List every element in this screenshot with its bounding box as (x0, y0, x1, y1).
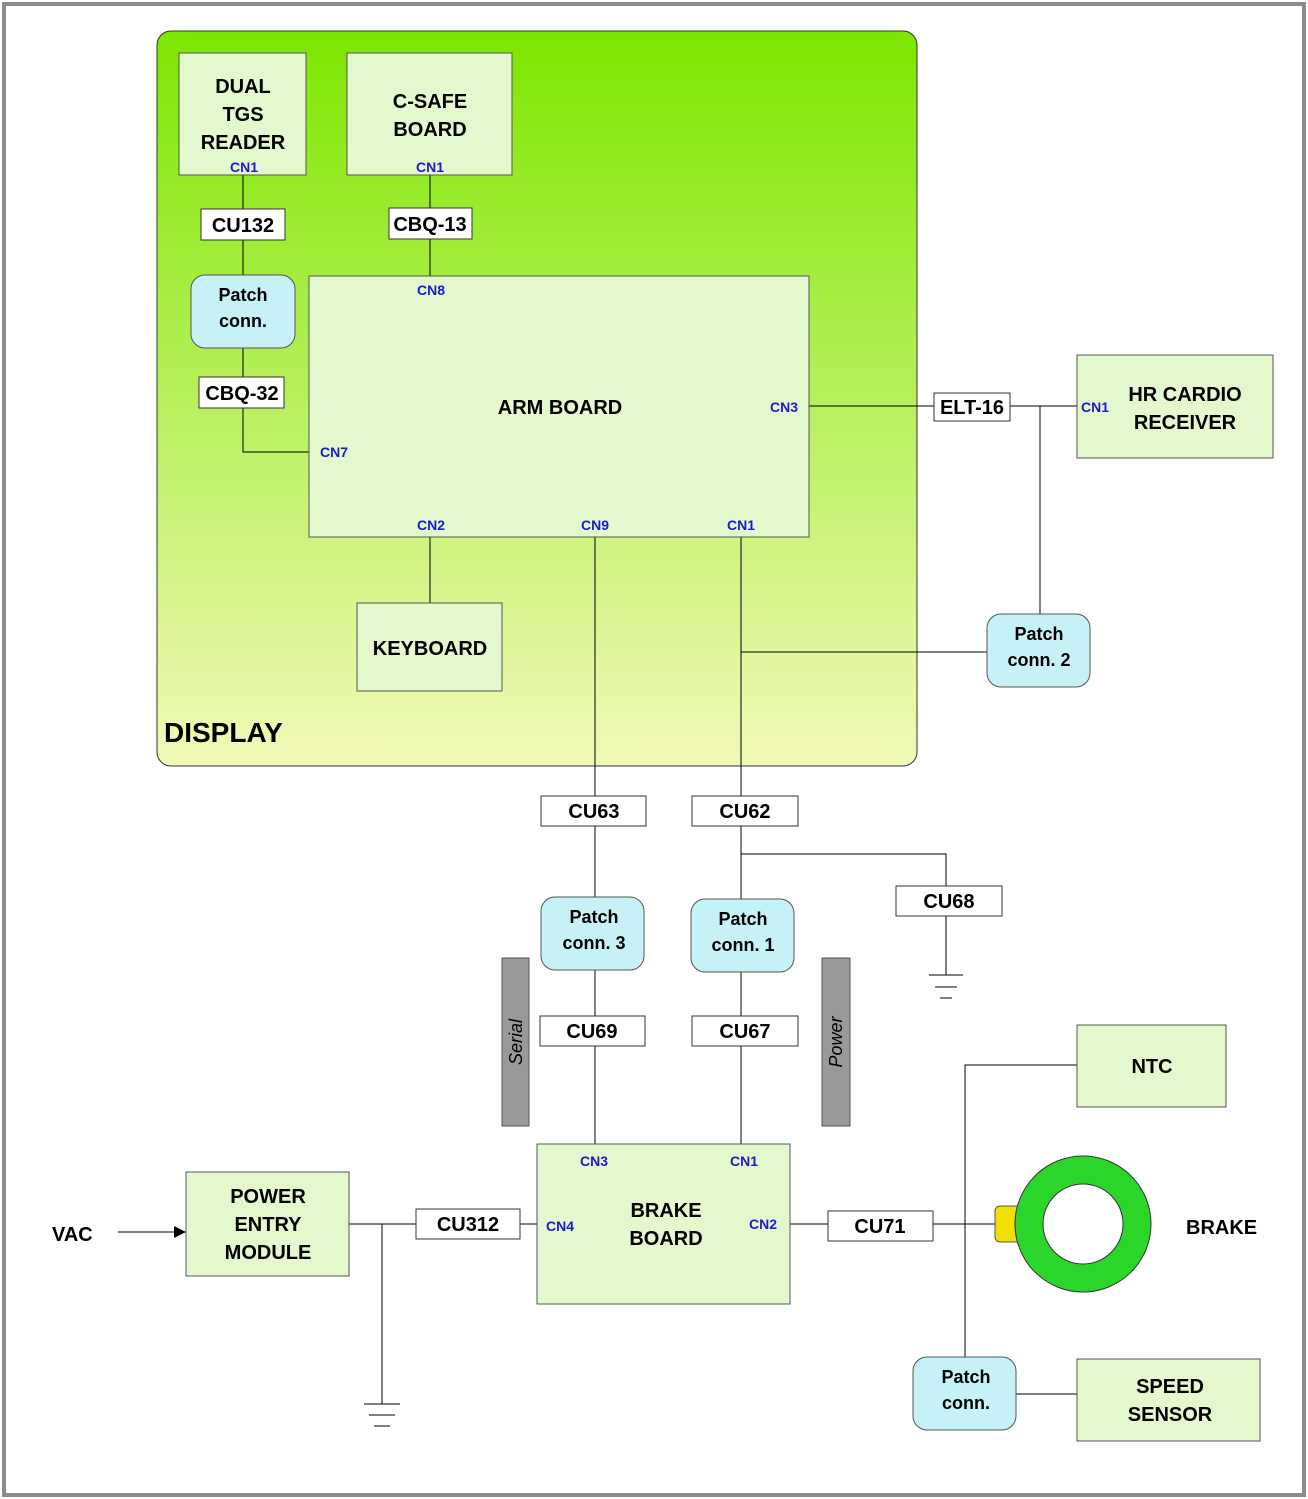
ground-icon (364, 1403, 400, 1427)
svg-text:CU69: CU69 (566, 1021, 617, 1043)
arm-board-label: ARM BOARD (498, 397, 622, 419)
connector-label: CN3 (770, 399, 798, 415)
cable-label: CU67 (691, 1015, 799, 1047)
hr-cardio-label: HR CARDIO (1128, 384, 1241, 406)
power-entry-label: ENTRY (234, 1214, 302, 1236)
svg-text:conn.: conn. (942, 1393, 990, 1413)
svg-text:CBQ-13: CBQ-13 (393, 214, 466, 236)
cable-label: CBQ-32 (198, 376, 285, 409)
connector-label: CN1 (1081, 399, 1109, 415)
dual-tgs-label: TGS (222, 104, 263, 126)
ntc-box: NTC (1076, 1024, 1227, 1108)
speed-sensor-label: SENSOR (1128, 1404, 1213, 1426)
cable-label: CU68 (895, 885, 1003, 917)
svg-text:Patch: Patch (718, 909, 767, 929)
wires (118, 175, 1077, 1404)
connector-label: CN1 (730, 1153, 758, 1169)
connector-label: CN1 (416, 159, 444, 175)
serial-bar: Serial (501, 957, 530, 1127)
svg-text:CU132: CU132 (212, 215, 274, 237)
ntc-label: NTC (1131, 1056, 1172, 1078)
svg-text:conn. 1: conn. 1 (711, 935, 774, 955)
svg-text:CU62: CU62 (719, 801, 770, 823)
svg-text:CU68: CU68 (923, 891, 974, 913)
dual-tgs-label: READER (201, 132, 286, 154)
serial-label: Serial (506, 1018, 526, 1065)
svg-text:Patch: Patch (569, 907, 618, 927)
svg-text:conn. 2: conn. 2 (1007, 650, 1070, 670)
ground-icon (929, 974, 963, 999)
power-entry-label: POWER (230, 1186, 306, 1208)
connector-label: CN7 (320, 444, 348, 460)
svg-text:CU67: CU67 (719, 1021, 770, 1043)
dual-tgs-label: DUAL (215, 76, 271, 98)
display-label: DISPLAY (164, 717, 283, 748)
patch-connector: Patch conn. 3 (540, 896, 645, 971)
c-safe-label: BOARD (393, 119, 466, 141)
cable-label: CU69 (539, 1015, 646, 1047)
brake-disk-icon (994, 1155, 1152, 1293)
patch-connector: Patch conn. 2 (986, 613, 1091, 688)
svg-text:CU63: CU63 (568, 801, 619, 823)
svg-text:conn.: conn. (219, 311, 267, 331)
svg-text:Patch: Patch (941, 1367, 990, 1387)
connector-label: CN2 (417, 517, 445, 533)
svg-text:ELT-16: ELT-16 (940, 397, 1004, 419)
power-label: Power (826, 1015, 846, 1067)
brake-board-box: BRAKE BOARD CN3 CN1 CN4 CN2 (536, 1143, 791, 1305)
brake-board-label: BRAKE (630, 1200, 701, 1222)
speed-sensor-box: SPEED SENSOR (1076, 1358, 1261, 1442)
brake-board-label: BOARD (629, 1228, 702, 1250)
patch-connector: Patch conn. (912, 1356, 1017, 1431)
brake-label: BRAKE (1186, 1217, 1257, 1239)
vac-arrow-icon (174, 1226, 186, 1238)
hr-cardio-receiver-box: HR CARDIO RECEIVER CN1 (1076, 354, 1274, 459)
cable-label: CU63 (540, 795, 647, 827)
svg-text:Patch: Patch (1014, 624, 1063, 644)
dual-tgs-reader-box: DUAL TGS READER CN1 (178, 52, 307, 176)
keyboard-label: KEYBOARD (373, 638, 487, 660)
patch-connector: Patch conn. 1 (690, 898, 795, 973)
cable-label: CBQ-13 (388, 207, 473, 240)
c-safe-board-box: C-SAFE BOARD CN1 (346, 52, 513, 176)
vac-label: VAC (52, 1224, 93, 1246)
svg-text:CU71: CU71 (854, 1216, 905, 1238)
power-entry-module-box: POWER ENTRY MODULE (185, 1171, 350, 1277)
patch-connector: Patch conn. (190, 274, 296, 349)
c-safe-label: C-SAFE (393, 91, 467, 113)
cable-label: CU312 (415, 1208, 521, 1240)
power-entry-label: MODULE (225, 1242, 312, 1264)
connector-label: CN3 (580, 1153, 608, 1169)
keyboard-box: KEYBOARD (356, 602, 503, 692)
cable-label: CU62 (691, 795, 799, 827)
cable-label: CU71 (827, 1210, 934, 1242)
connector-label: CN1 (727, 517, 755, 533)
hr-cardio-label: RECEIVER (1134, 412, 1237, 434)
connector-label: CN9 (581, 517, 609, 533)
cable-label: CU132 (200, 208, 286, 241)
cable-label: ELT-16 (933, 392, 1011, 422)
svg-text:conn. 3: conn. 3 (562, 933, 625, 953)
svg-text:Patch: Patch (218, 285, 267, 305)
power-bar: Power (821, 957, 851, 1127)
svg-text:CU312: CU312 (437, 1214, 499, 1236)
svg-text:CBQ-32: CBQ-32 (205, 383, 278, 405)
arm-board-box: ARM BOARD CN8 CN7 CN3 CN2 CN9 CN1 (308, 275, 810, 538)
connector-label: CN2 (749, 1216, 777, 1232)
connector-label: CN8 (417, 282, 445, 298)
connector-label: CN4 (546, 1218, 574, 1234)
speed-sensor-label: SPEED (1136, 1376, 1204, 1398)
connector-label: CN1 (230, 159, 258, 175)
